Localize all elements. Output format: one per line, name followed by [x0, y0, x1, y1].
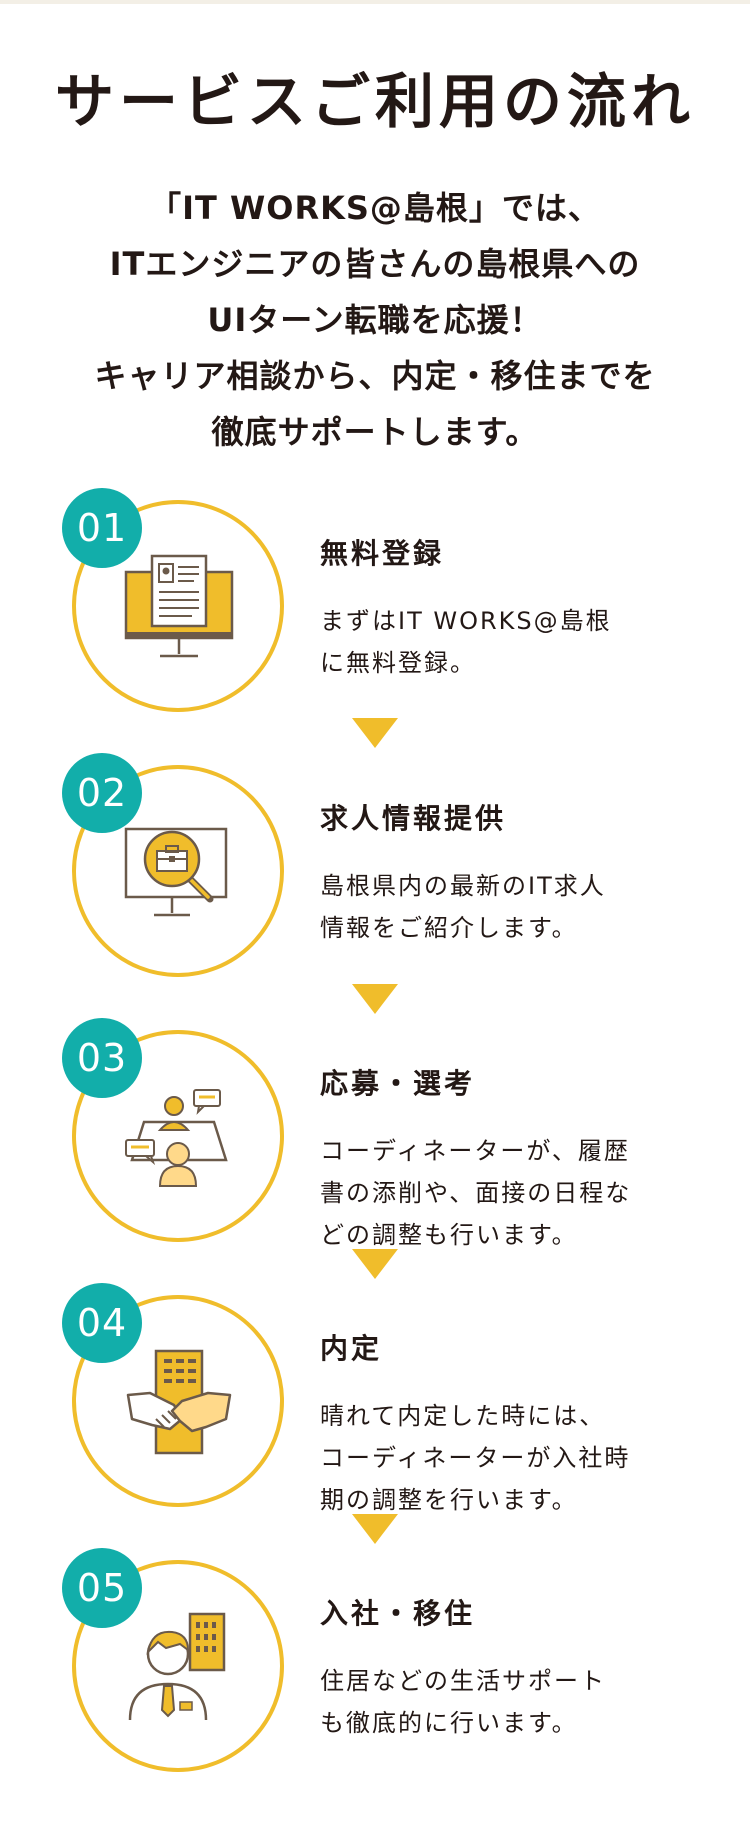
step-description-line: どの調整も行います。: [320, 1221, 578, 1249]
step-title: 無料登録: [320, 537, 445, 570]
step-description-line: 情報をご紹介します。: [320, 914, 578, 942]
step-01: 01 無料登録 まずはIT WORKS@島根 に無料登録。: [0, 488, 750, 730]
step-description: まずはIT WORKS@島根 に無料登録。: [320, 600, 650, 684]
step-05: 05 入社・移住 住居などの生活サポート も徹底的に行います。: [0, 1548, 750, 1790]
page-title: サービスご利用の流れ: [54, 67, 695, 136]
step-description-line: に無料登録。: [320, 649, 476, 677]
new-employee-icon: [128, 1612, 226, 1721]
down-arrow-icon: [352, 1514, 398, 1544]
top-divider: [0, 0, 750, 4]
down-arrow-icon: [352, 984, 398, 1014]
intro-line: キャリア相談から、内定・移住までを: [94, 357, 656, 395]
down-arrow-icon: [352, 718, 398, 748]
step-number-badge: 03: [62, 1018, 142, 1098]
step-description-line: 住居などの生活サポート: [320, 1667, 606, 1695]
step-title: 応募・選考: [320, 1067, 476, 1100]
intro-line: UIターン転職を応援！: [207, 301, 543, 339]
step-description-line: コーディネーターが入社時: [320, 1444, 631, 1472]
step-number-badge: 05: [62, 1548, 142, 1628]
step-04: 04 内定 晴れて内定した時には、 コーディネーターが入社時 期の調整を行います…: [0, 1283, 750, 1525]
intro-line: 「IT WORKS@島根」では、: [149, 189, 601, 227]
job-search-monitor-icon: [124, 827, 228, 917]
step-description-line: 晴れて内定した時には、: [320, 1402, 606, 1430]
step-description: 島根県内の最新のIT求人 情報をご紹介します。: [320, 865, 650, 949]
step-description-line: まずはIT WORKS@島根: [320, 607, 612, 635]
step-02: 02 求人情報提供 島根県内の最新のIT求人 情報をご紹介します。: [0, 753, 750, 995]
step-title: 内定: [320, 1332, 383, 1365]
down-arrow-icon: [352, 1249, 398, 1279]
step-title: 求人情報提供: [320, 802, 507, 835]
step-number-badge: 04: [62, 1283, 142, 1363]
step-description-line: 期の調整を行います。: [320, 1486, 578, 1514]
step-description: コーディネーターが、履歴 書の添削や、面接の日程な どの調整も行います。: [320, 1130, 650, 1256]
step-description-line: 書の添削や、面接の日程な: [320, 1179, 632, 1207]
step-03: 03 応募・選考 コーディネーターが、履歴 書の添削や、面接の日程な どの調整も…: [0, 1018, 750, 1260]
handshake-icon: [126, 1349, 232, 1455]
step-title: 入社・移住: [320, 1597, 476, 1630]
step-number-badge: 02: [62, 753, 142, 833]
step-description-line: コーディネーターが、履歴: [320, 1137, 630, 1165]
intro-line: 徹底サポートします。: [211, 413, 539, 451]
step-description-line: 島根県内の最新のIT求人: [320, 872, 606, 900]
resume-monitor-icon: [124, 554, 234, 658]
intro-line: ITエンジニアの皆さんの島根県への: [109, 245, 641, 283]
step-number-badge: 01: [62, 488, 142, 568]
interview-icon: [125, 1089, 228, 1187]
step-description: 晴れて内定した時には、 コーディネーターが入社時 期の調整を行います。: [320, 1395, 650, 1521]
step-description: 住居などの生活サポート も徹底的に行います。: [320, 1660, 650, 1744]
intro-text: 「IT WORKS@島根」では、 ITエンジニアの皆さんの島根県への UIターン…: [0, 180, 750, 460]
step-description-line: も徹底的に行います。: [320, 1709, 578, 1737]
